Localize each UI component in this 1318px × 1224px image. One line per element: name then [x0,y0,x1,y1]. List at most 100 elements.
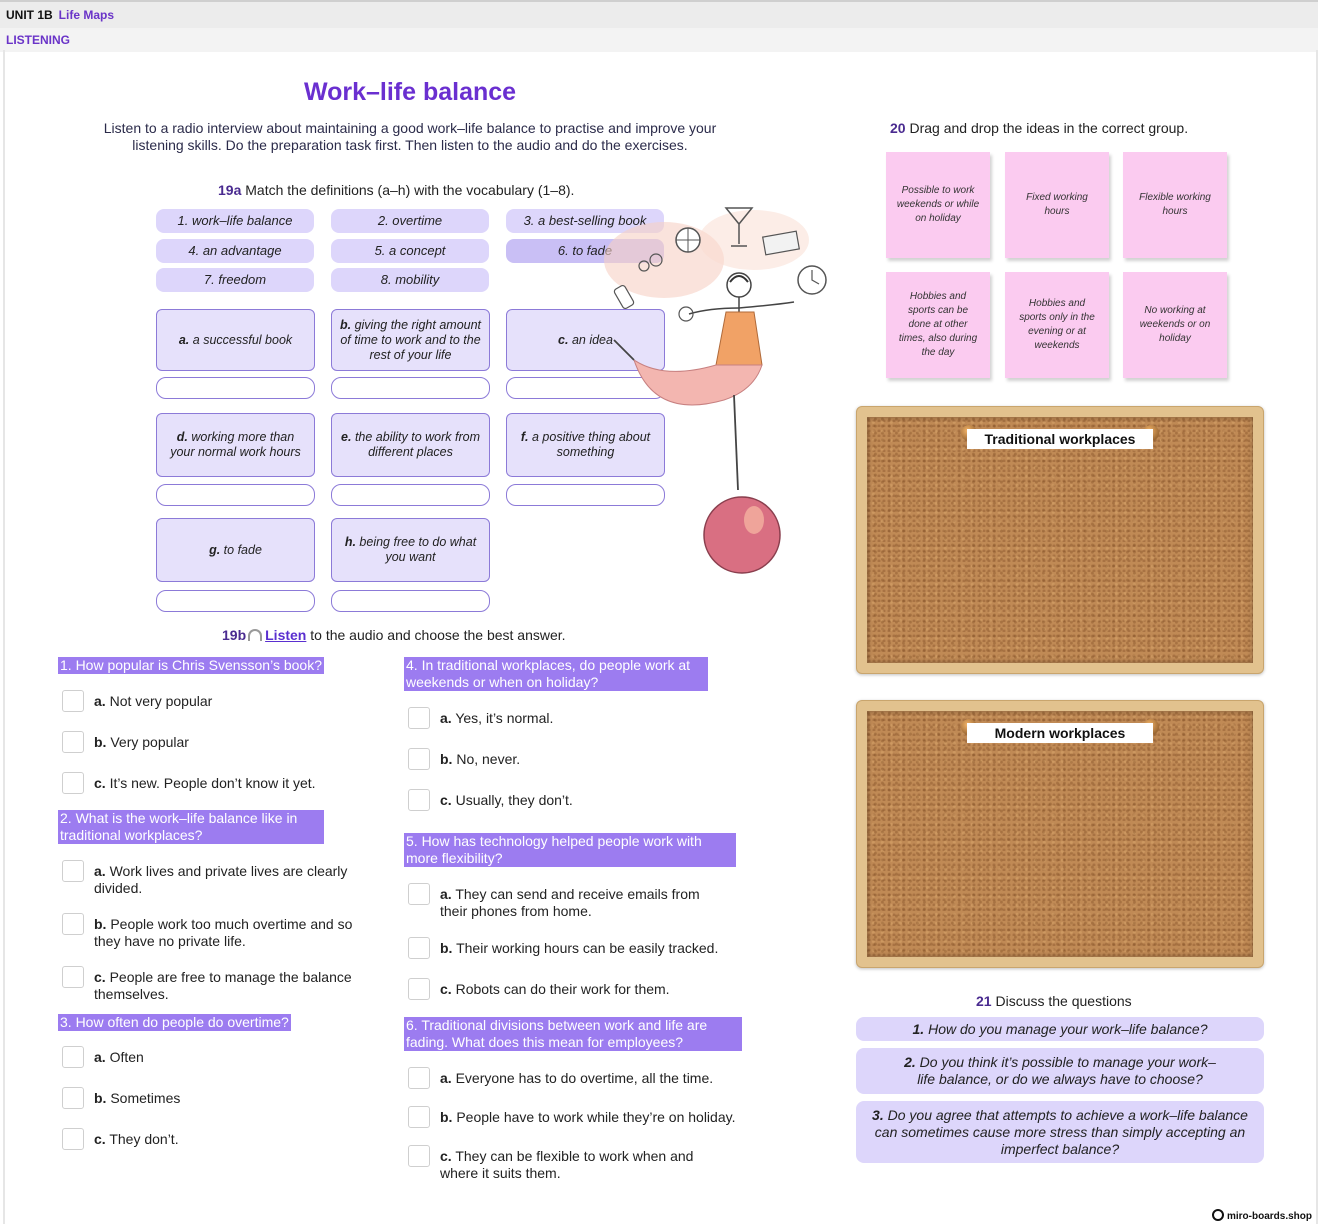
option-text: Work lives and private lives are clearly… [94,863,348,896]
option-1c[interactable]: c. It’s new. People don’t know it yet. [60,772,316,794]
listen-link[interactable]: Listen [265,627,307,643]
lesson-title[interactable]: Life Maps [58,8,115,22]
intro-text: Listen to a radio interview about mainta… [103,120,717,153]
definition-text: the ability to work from different place… [354,430,480,459]
option-6b[interactable]: b. People have to work while they’re on … [406,1106,735,1128]
footer-brand[interactable]: miro-boards.shop [1211,1209,1312,1222]
option-5a[interactable]: a. They can send and receive emails from… [406,883,706,920]
option-text: Yes, it’s normal. [455,710,554,726]
discussion-text: How do you manage your work–life balance… [928,1021,1208,1037]
board-modern-workplaces[interactable]: Modern workplaces [856,700,1264,968]
checkbox[interactable] [408,883,430,905]
checkbox[interactable] [408,1106,430,1128]
option-6a[interactable]: a. Everyone has to do overtime, all the … [406,1067,713,1089]
sticky-note-3[interactable]: Flexible working hours [1123,152,1227,258]
checkbox[interactable] [408,707,430,729]
option-3a[interactable]: a. Often [60,1046,144,1068]
frame-border-right [1316,50,1318,1224]
option-4b[interactable]: b. No, never. [406,748,520,770]
frame-border-left [3,50,5,1224]
answer-field-a[interactable] [156,377,315,399]
board-traditional-workplaces[interactable]: Traditional workplaces [856,406,1264,674]
exercise-19b-number: 19b [222,627,247,643]
exercise-19a-heading: 19a Match the definitions (a–h) with the… [218,182,574,198]
definition-letter: b. [339,317,352,332]
checkbox[interactable] [62,772,84,794]
option-5c[interactable]: c. Robots can do their work for them. [406,978,670,1000]
answer-field-h[interactable] [331,590,490,612]
checkbox[interactable] [408,1145,430,1167]
checkbox[interactable] [62,966,84,988]
option-letter: b. [440,751,453,767]
option-letter: a. [440,1070,452,1086]
board-label: Traditional workplaces [967,429,1153,449]
checkbox[interactable] [408,937,430,959]
checkbox[interactable] [408,789,430,811]
definition-e: e. the ability to work from different pl… [331,413,490,477]
option-4c[interactable]: c. Usually, they don’t. [406,789,573,811]
definition-letter: h. [344,535,356,549]
definition-f: f. a positive thing about something [506,413,665,477]
option-6c[interactable]: c. They can be flexible to work when and… [406,1145,726,1182]
vocab-card-5[interactable]: 5. a concept [331,239,489,263]
answer-field-e[interactable] [331,484,490,506]
vocab-card-2[interactable]: 2. overtime [331,209,489,233]
definition-text: being free to do what you want [359,535,477,564]
option-text: They don’t. [109,1131,179,1147]
option-2c[interactable]: c. People are free to manage the balance… [60,966,360,1003]
option-text: Often [109,1049,144,1065]
sticky-note-4[interactable]: Hobbies and sports can be done at other … [886,272,990,378]
answer-field-b[interactable] [331,377,490,399]
checkbox[interactable] [408,1067,430,1089]
discussion-number: 2. [904,1054,916,1070]
definition-b: b. giving the right amount of time to wo… [331,309,490,371]
option-letter: a. [440,710,452,726]
discussion-question-2: 2. Do you think it’s possible to manage … [856,1048,1264,1094]
option-5b[interactable]: b. Their working hours can be easily tra… [406,937,718,959]
checkbox[interactable] [408,978,430,1000]
checkbox[interactable] [62,731,84,753]
vocab-card-4[interactable]: 4. an advantage [156,239,314,263]
sticky-note-2[interactable]: Fixed working hours [1005,152,1109,258]
option-4a[interactable]: a. Yes, it’s normal. [406,707,554,729]
checkbox[interactable] [62,913,84,935]
checkbox[interactable] [62,1046,84,1068]
option-letter: b. [94,916,107,932]
checkbox[interactable] [62,690,84,712]
option-letter: c. [94,969,106,985]
vocab-card-7[interactable]: 7. freedom [156,268,314,292]
answer-field-g[interactable] [156,590,315,612]
vocab-card-1[interactable]: 1. work–life balance [156,209,314,233]
sticky-note-6[interactable]: No working at weekends or on holiday [1123,272,1227,378]
option-3b[interactable]: b. Sometimes [60,1087,180,1109]
definition-text: an idea [571,332,613,347]
vocab-card-8[interactable]: 8. mobility [331,268,489,292]
option-letter: c. [94,1131,106,1147]
option-2b[interactable]: b. People work too much overtime and so … [60,913,380,950]
definition-text: a successful book [192,332,293,347]
answer-field-f[interactable] [506,484,665,506]
option-letter: b. [440,1109,453,1125]
answer-field-d[interactable] [156,484,315,506]
option-1b[interactable]: b. Very popular [60,731,189,753]
exercise-20-heading: 20 Drag and drop the ideas in the correc… [890,120,1188,136]
checkbox[interactable] [62,1087,84,1109]
option-3c[interactable]: c. They don’t. [60,1128,179,1150]
checkbox[interactable] [62,1128,84,1150]
definition-g: g. to fade [156,518,315,582]
option-letter: c. [94,775,106,791]
option-letter: b. [94,1090,107,1106]
option-letter: a. [94,863,106,879]
option-2a[interactable]: a. Work lives and private lives are clea… [60,860,380,897]
discussion-text: Do you think it’s possible to manage you… [917,1054,1216,1087]
sticky-note-1[interactable]: Possible to work weekends or while on ho… [886,152,990,258]
discussion-number: 3. [872,1107,884,1123]
sticky-note-5[interactable]: Hobbies and sports only in the evening o… [1005,272,1109,378]
checkbox[interactable] [62,860,84,882]
checkbox[interactable] [408,748,430,770]
cork-surface [867,711,1253,957]
discussion-text: Do you agree that attempts to achieve a … [874,1107,1248,1157]
option-text: They can send and receive emails from th… [440,886,700,919]
option-text: Very popular [110,734,189,750]
option-1a[interactable]: a. Not very popular [60,690,212,712]
